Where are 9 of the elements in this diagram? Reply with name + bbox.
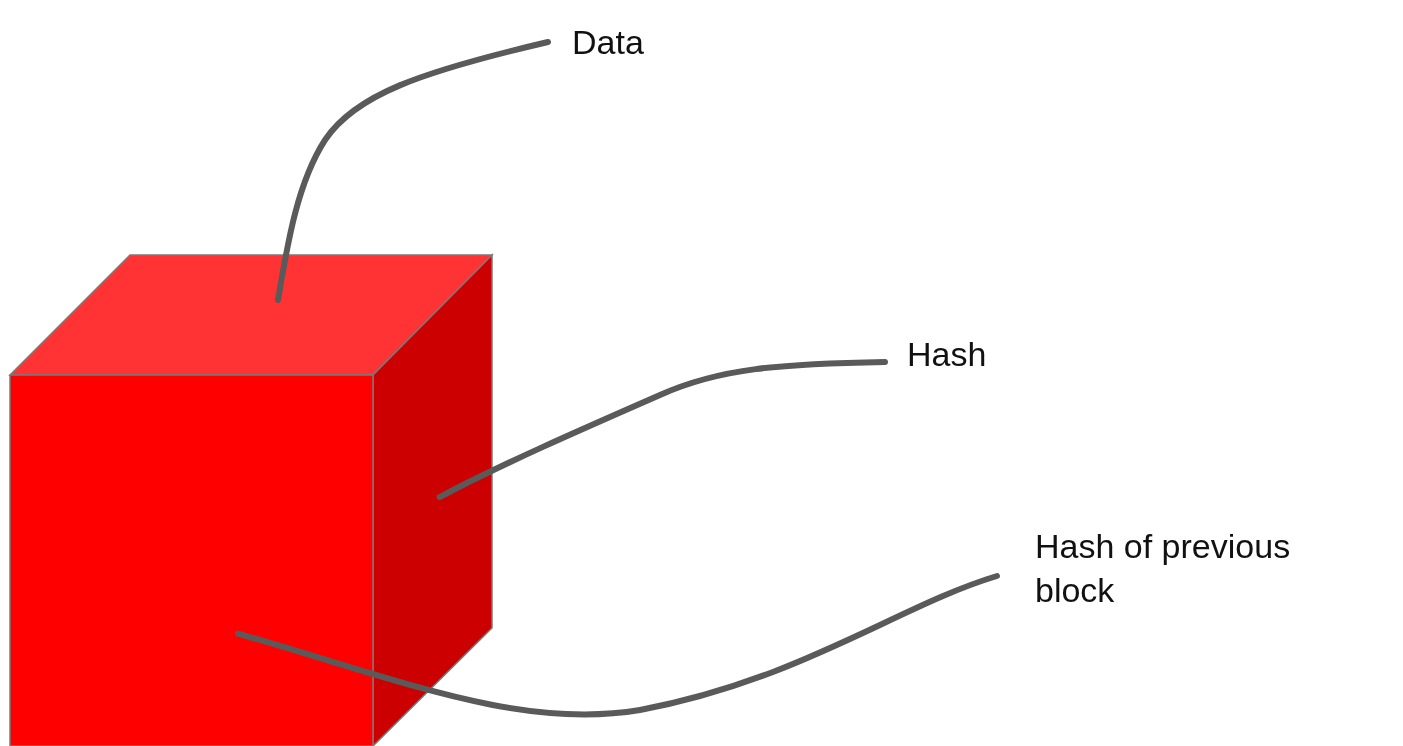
callout-label: Data	[572, 20, 692, 64]
cube-face	[9, 374, 374, 746]
cube-face	[372, 253, 493, 746]
cube-face	[8, 254, 494, 376]
callout-label: Hash of previous block	[1035, 524, 1335, 612]
callout-label: Hash	[907, 332, 1027, 376]
leader-line	[436, 359, 888, 501]
leader-line	[234, 573, 1000, 718]
leader-line	[275, 39, 551, 303]
